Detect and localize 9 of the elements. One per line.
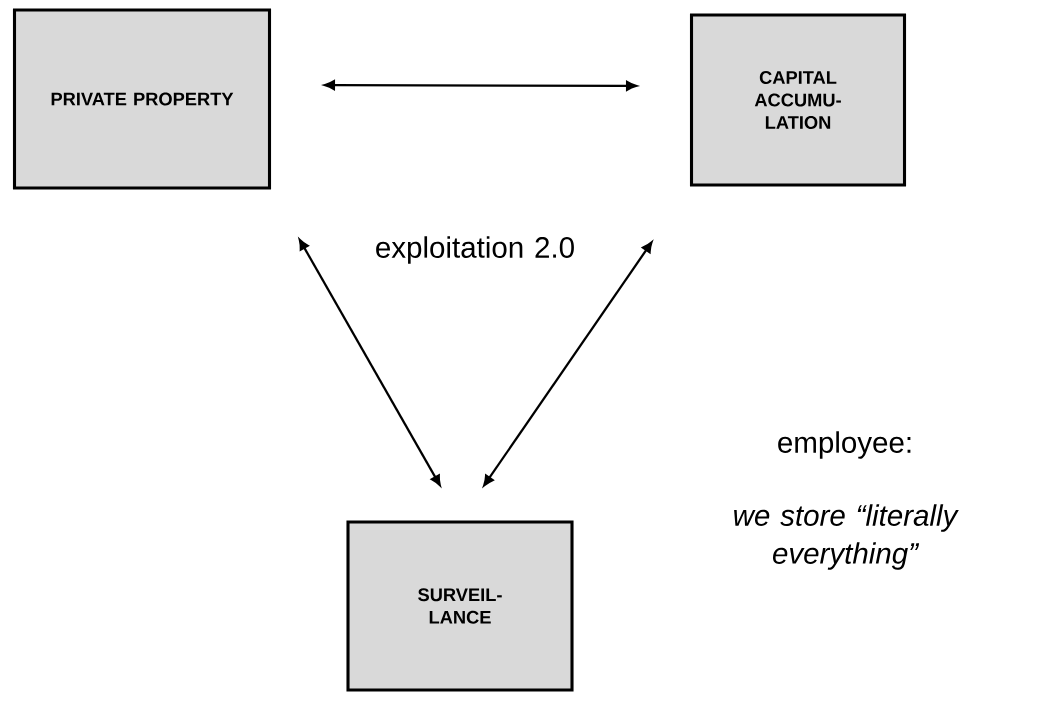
- arrow: [324, 80, 637, 91]
- arrow: [483, 241, 653, 487]
- annotation-text: we store “literally everything”: [734, 504, 959, 570]
- annotation-text: exploitation 2.0: [376, 236, 574, 264]
- arrow: [298, 238, 441, 487]
- concept-box: CAPITAL ACCUMU- LATION: [689, 13, 907, 187]
- concept-box: SURVEIL- LANCE: [346, 520, 574, 692]
- annotation-text: employee:: [778, 431, 911, 459]
- concept-box: PRIVATE PROPERTY: [12, 8, 272, 190]
